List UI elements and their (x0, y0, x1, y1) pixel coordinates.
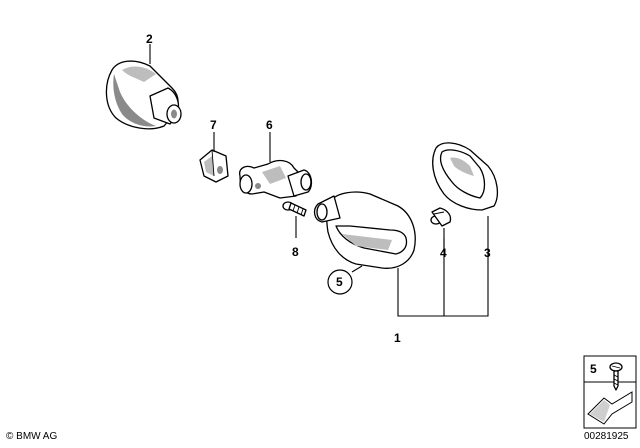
callout-3: 3 (484, 246, 491, 260)
part-1-side-indicator[interactable] (313, 191, 416, 269)
callout-5: 5 (336, 275, 343, 289)
part-4-bulb[interactable] (430, 207, 452, 227)
callout-7: 7 (210, 118, 217, 132)
callout-8: 8 (292, 245, 299, 259)
callout-4: 4 (440, 246, 447, 260)
callout-6: 6 (266, 118, 273, 132)
part-3-indicator-lens[interactable] (432, 142, 499, 211)
screw-icon (609, 362, 623, 391)
part-2-indicator-housing[interactable] (105, 60, 182, 130)
callout-5-circled: 5 (327, 269, 353, 295)
part-7-clip-nut[interactable] (199, 149, 229, 183)
leader-lines (149, 44, 489, 317)
callout-2: 2 (146, 32, 153, 46)
diagram-id: 00281925 (584, 431, 629, 442)
copyright-text: © BMW AG (6, 431, 58, 442)
legend-box: 5 (583, 355, 637, 429)
legend-number: 5 (590, 362, 597, 376)
arrow-icon (587, 391, 633, 425)
part-8-screw[interactable] (282, 201, 307, 217)
callout-1: 1 (394, 331, 401, 345)
part-6-bulb-socket[interactable] (239, 159, 313, 199)
